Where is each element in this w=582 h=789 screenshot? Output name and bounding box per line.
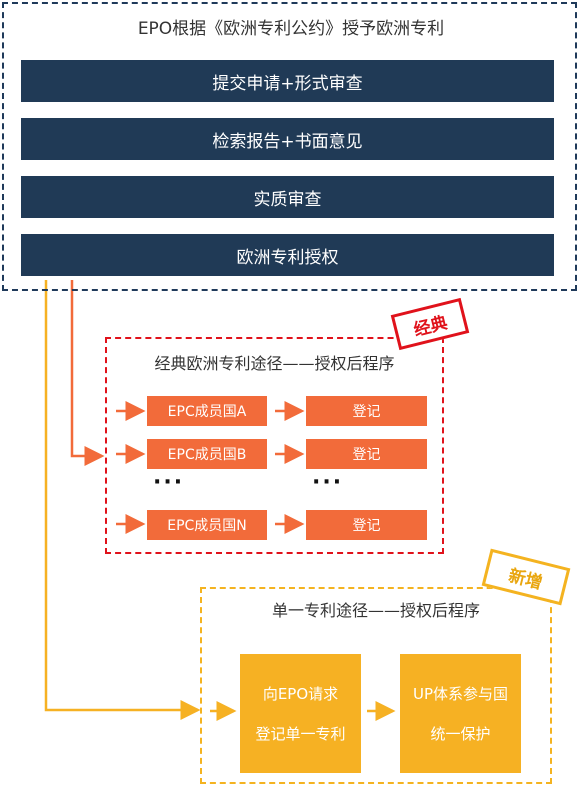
classic-title: 经典欧洲专利途径——授权后程序 <box>154 354 395 373</box>
ellipsis-left: ··· <box>153 470 185 495</box>
unitary-request-line-2: 登记单一专利 <box>255 724 346 743</box>
member-state-b: EPC成员国B <box>147 439 267 469</box>
unitary-protection-line-2: 统一保护 <box>430 724 491 743</box>
unitary-request-box: 向EPO请求 登记单一专利 <box>240 654 361 773</box>
epo-title: EPO根据《欧洲专利公约》授予欧洲专利 <box>137 19 445 39</box>
step-examination: 实质审查 <box>21 176 554 218</box>
unitary-route-line <box>44 280 201 720</box>
classic-route-line <box>70 280 105 466</box>
step-filing: 提交申请+形式审查 <box>21 60 554 102</box>
ellipsis-right: ··· <box>312 470 344 495</box>
unitary-title: 单一专利途径——授权后程序 <box>271 601 480 620</box>
register-b: 登记 <box>306 439 427 469</box>
step-grant: 欧洲专利授权 <box>21 234 554 276</box>
register-a: 登记 <box>306 396 427 426</box>
epo-frame <box>2 2 577 291</box>
step-search: 检索报告+书面意见 <box>21 118 554 160</box>
register-n: 登记 <box>306 510 427 540</box>
classic-frame <box>105 337 444 554</box>
unitary-frame <box>200 587 552 784</box>
member-state-n: EPC成员国N <box>147 510 267 540</box>
unitary-request-line-1: 向EPO请求 <box>262 684 339 703</box>
unitary-protection-box: UP体系参与国 统一保护 <box>400 654 521 773</box>
unitary-protection-line-1: UP体系参与国 <box>412 684 509 703</box>
member-state-a: EPC成员国A <box>147 396 267 426</box>
